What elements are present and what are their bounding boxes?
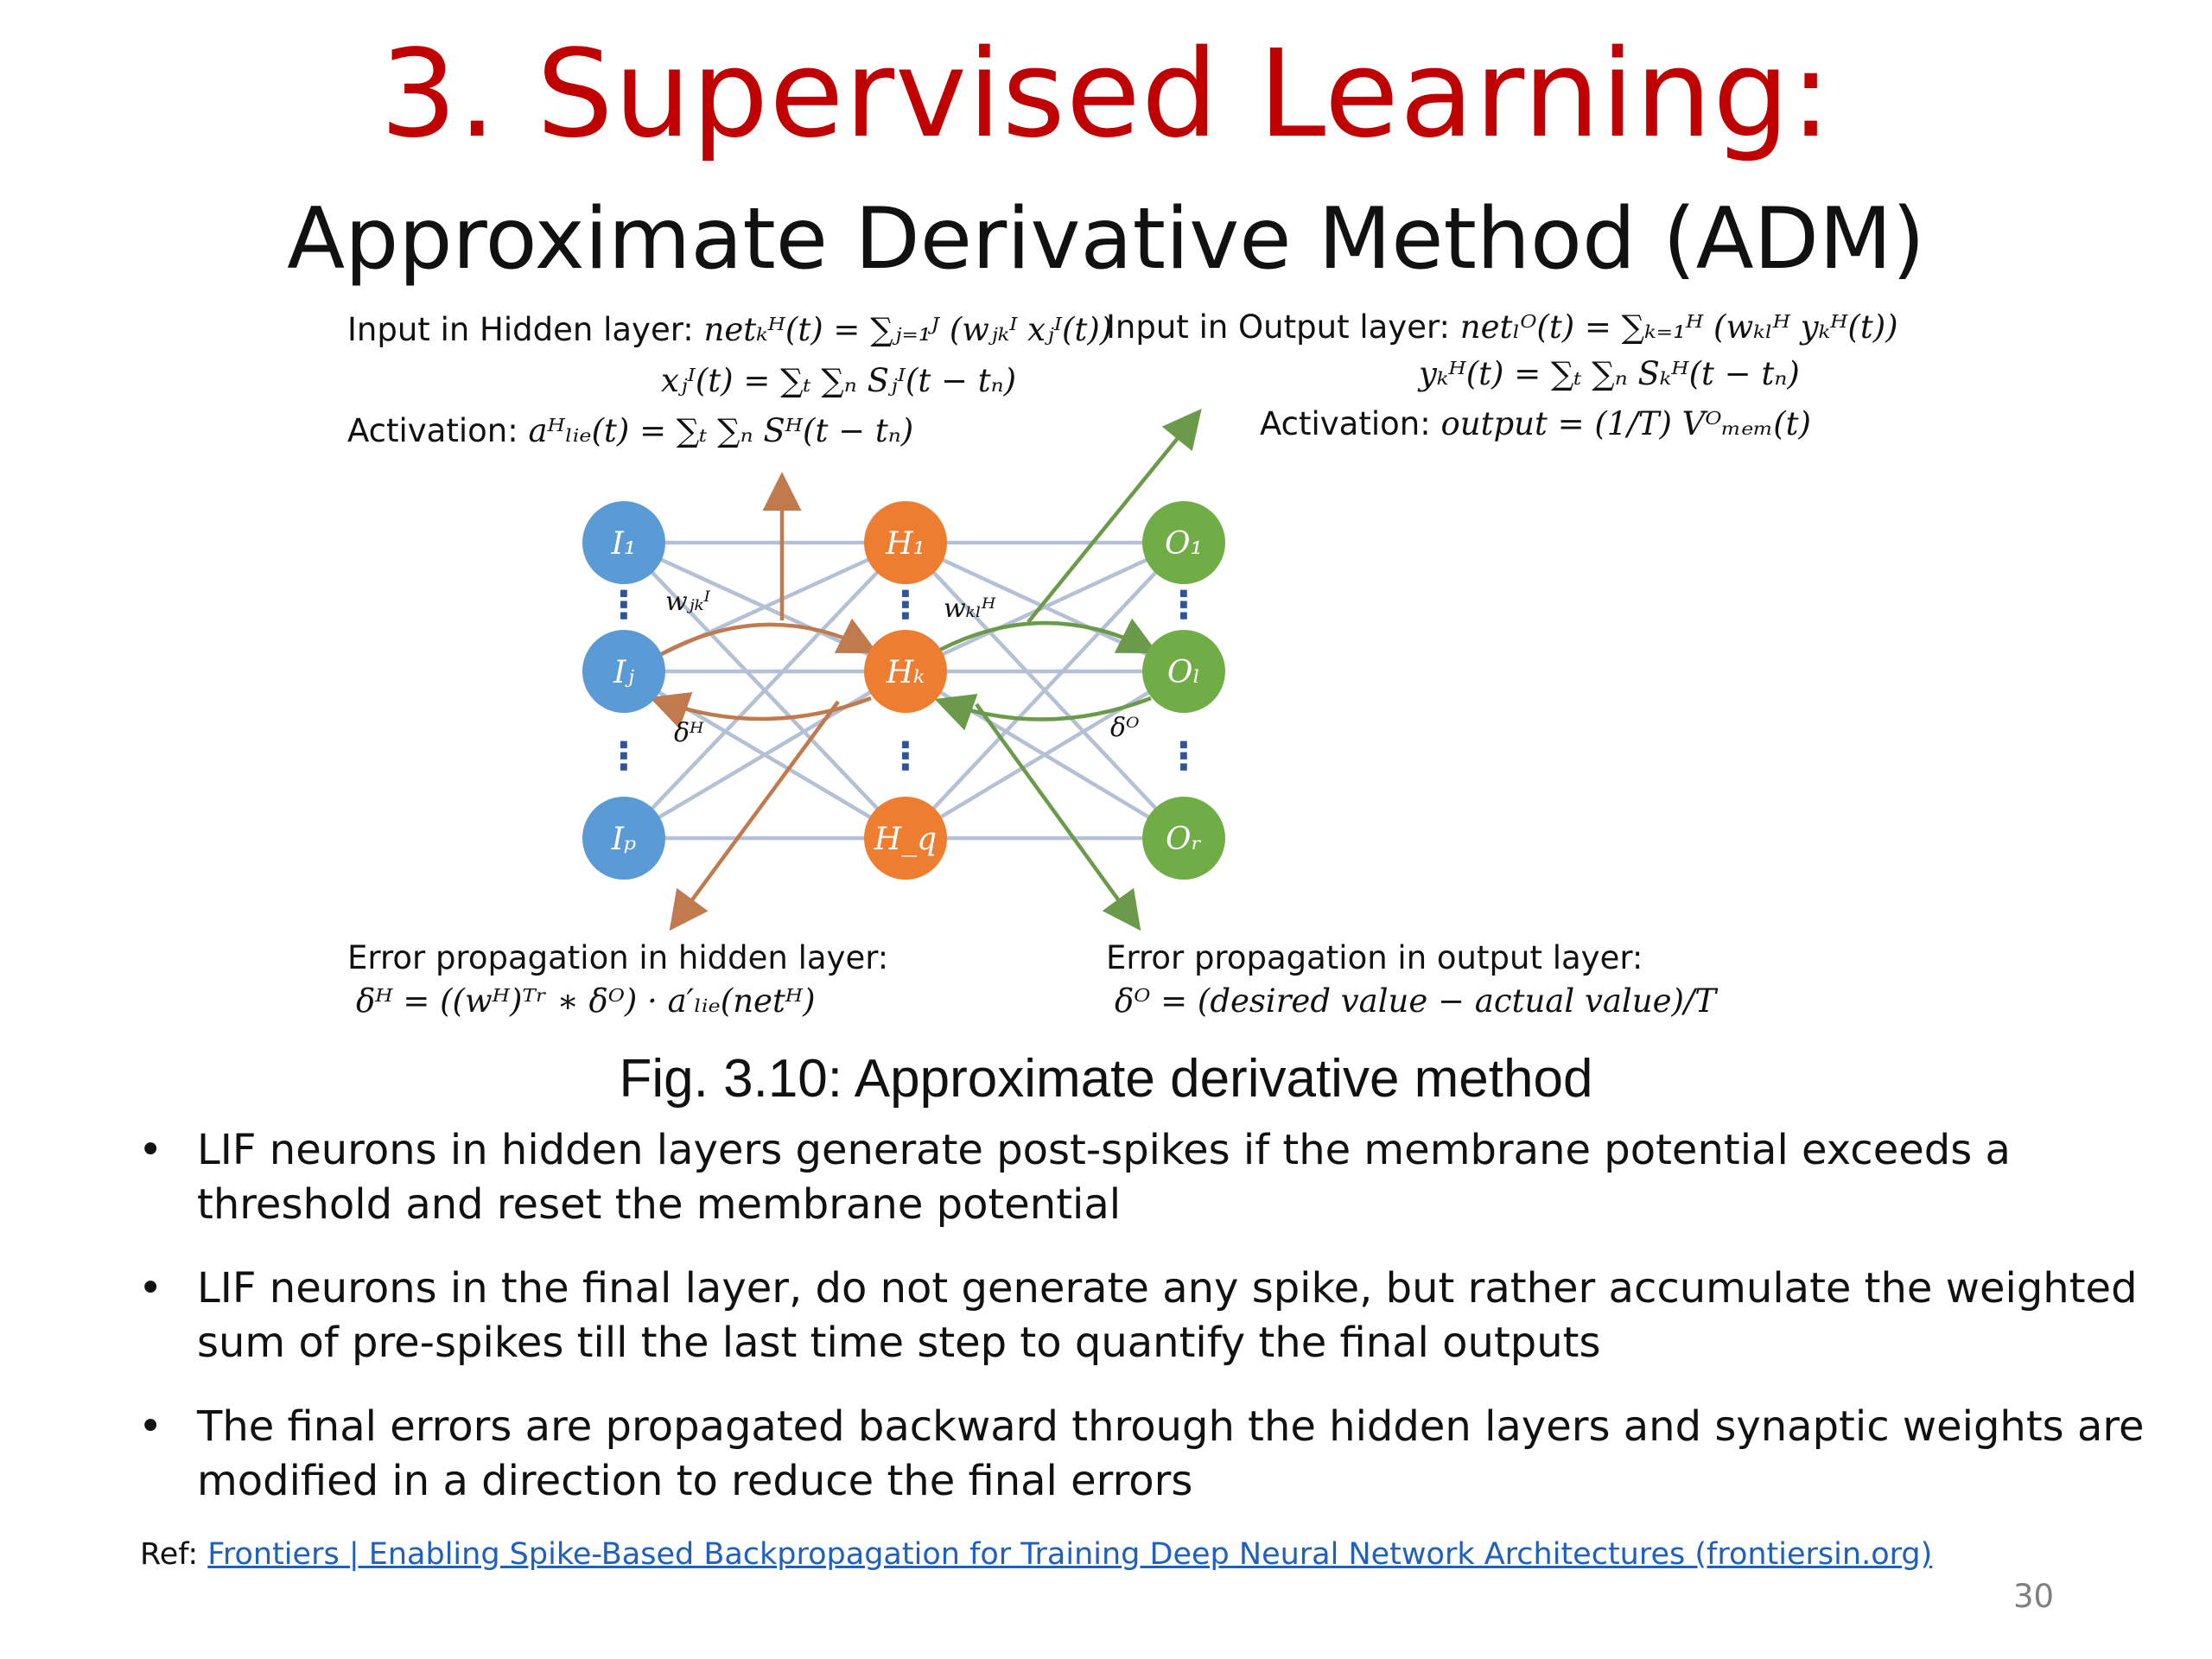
bullet-item: • LIF neurons in hidden layers generate p…: [128, 1123, 2176, 1232]
bullet-item: • The final errors are propagated backwar…: [128, 1400, 2176, 1509]
node-or: [1142, 797, 1225, 880]
output-input-equation: Input in Output layer: netₗᴼ(t) = ∑ₖ₌₁ᴴ …: [1106, 311, 1898, 343]
node-ol-label: Oₗ: [1167, 655, 1200, 690]
output-error-label: Error propagation in output layer:: [1106, 939, 1643, 976]
weight-input-hidden-label: wⱼₖᴵ: [665, 587, 711, 617]
node-i1-label: I₁: [611, 526, 637, 562]
figure-caption: Fig. 3.10: Approximate derivative method: [619, 1049, 1593, 1109]
node-ol: [1142, 630, 1225, 713]
output-layer: [1142, 501, 1225, 880]
node-hk: [864, 630, 947, 713]
output-activation-label: Activation:: [1260, 405, 1441, 442]
delta-output-label: δᴼ: [1110, 713, 1140, 743]
bullet-item: • LIF neurons in the final layer, do not …: [128, 1262, 2176, 1370]
weight-hidden-output-label: wₖₗᴴ: [944, 594, 996, 624]
node-h1-label: H₁: [885, 526, 925, 562]
node-o1-label: O₁: [1165, 526, 1203, 562]
reference-prefix: Ref:: [140, 1537, 208, 1572]
node-ip-label: Iₚ: [611, 822, 637, 857]
hidden-input-equation: Input in Hidden layer: netₖᴴ(t) = ∑ⱼ₌₁ᴶ …: [347, 314, 1112, 346]
node-ij: [582, 630, 665, 713]
node-hq: [864, 797, 947, 880]
hidden-input-expr: netₖᴴ(t) = ∑ⱼ₌₁ᴶ (wⱼₖᴵ xⱼᴵ(t)): [703, 311, 1113, 348]
bullet-dot: •: [138, 1402, 163, 1451]
output-input-expr: netₗᴼ(t) = ∑ₖ₌₁ᴴ (wₖₗᴴ yₖᴴ(t)): [1459, 308, 1898, 346]
bullet-text: LIF neurons in the final layer, do not g…: [197, 1264, 2138, 1367]
input-layer: [582, 501, 665, 880]
hidden-input-label: Input in Hidden layer:: [347, 311, 704, 348]
output-activation-equation: Activation: output = (1/T) Vᴼₘₑₘ(t): [1260, 408, 1811, 440]
node-ip: [582, 797, 665, 880]
output-input-label: Input in Output layer:: [1106, 308, 1460, 346]
node-hk-label: Hₖ: [886, 655, 925, 690]
input-hidden-connections: [622, 540, 907, 841]
hidden-output-connections: [904, 540, 1185, 841]
bullet-text: LIF neurons in hidden layers generate po…: [197, 1126, 2011, 1229]
output-error-expr: δᴼ = (desired value − actual value)/T: [1115, 982, 1717, 1020]
ellipsis-input-bottom: ⋮: [605, 734, 643, 779]
node-i1: [582, 501, 665, 584]
bullet-dot: •: [138, 1264, 163, 1313]
hidden-x-equation: xⱼᴵ(t) = ∑ₜ ∑ₙ Sⱼᴵ(t − tₙ): [661, 365, 1016, 397]
ellipsis-output-bottom: ⋮: [1165, 734, 1203, 779]
hidden-activation-expr: aᴴₗᵢₑ(t) = ∑ₜ ∑ₙ Sᴴ(t − tₙ): [528, 412, 914, 449]
reference: Ref: Frontiers | Enabling Spike-Based Ba…: [140, 1540, 1932, 1570]
ellipsis-hidden-bottom: ⋮: [887, 734, 925, 779]
output-y-equation: yₖᴴ(t) = ∑ₜ ∑ₙ Sₖᴴ(t − tₙ): [1419, 358, 1800, 390]
hidden-error-label: Error propagation in hidden layer:: [347, 939, 889, 976]
hidden-propagation-arrows: [649, 472, 879, 931]
bullet-dot: •: [138, 1126, 163, 1174]
bullet-text: The final errors are propagated backward…: [197, 1402, 2145, 1505]
node-ij-label: Iⱼ: [613, 655, 634, 690]
output-error-equation: δᴼ = (desired value − actual value)/T: [1115, 985, 1716, 1017]
node-o1: [1142, 501, 1225, 584]
output-activation-expr: output = (1/T) Vᴼₘₑₘ(t): [1440, 405, 1811, 442]
hidden-error-expr: δᴴ = ((wᴴ)ᵀʳ ∗ δᴼ) · a′ₗᵢₑ(netᴴ): [356, 982, 816, 1020]
node-h1: [864, 501, 947, 584]
node-or-label: Oᵣ: [1166, 822, 1202, 857]
reference-link[interactable]: Frontiers | Enabling Spike-Based Backpro…: [207, 1537, 1933, 1572]
delta-hidden-label: δᴴ: [674, 718, 704, 748]
page-number: 30: [2013, 1578, 2055, 1615]
ellipsis-input-top: ⋮: [605, 583, 643, 627]
ellipsis-hidden-top: ⋮: [887, 583, 925, 627]
hidden-x-expr: xⱼᴵ(t) = ∑ₜ ∑ₙ Sⱼᴵ(t − tₙ): [661, 362, 1017, 399]
hidden-activation-equation: Activation: aᴴₗᵢₑ(t) = ∑ₜ ∑ₙ Sᴴ(t − tₙ): [347, 415, 913, 447]
hidden-error-equation: δᴴ = ((wᴴ)ᵀʳ ∗ δᴼ) · a′ₗᵢₑ(netᴴ): [356, 985, 816, 1017]
hidden-activation-label: Activation:: [347, 412, 529, 449]
output-propagation-arrows: [934, 409, 1202, 931]
output-y-expr: yₖᴴ(t) = ∑ₜ ∑ₙ Sₖᴴ(t − tₙ): [1419, 355, 1800, 392]
hidden-layer: [864, 501, 947, 880]
slide-subtitle: Approximate Derivative Method (ADM): [287, 190, 1925, 289]
ellipsis-output-top: ⋮: [1165, 583, 1203, 627]
node-hq-label: H_q: [874, 822, 937, 857]
slide-title: 3. Supervised Learning:: [379, 24, 1833, 165]
bullet-list: • LIF neurons in hidden layers generate p…: [128, 1123, 2176, 1538]
